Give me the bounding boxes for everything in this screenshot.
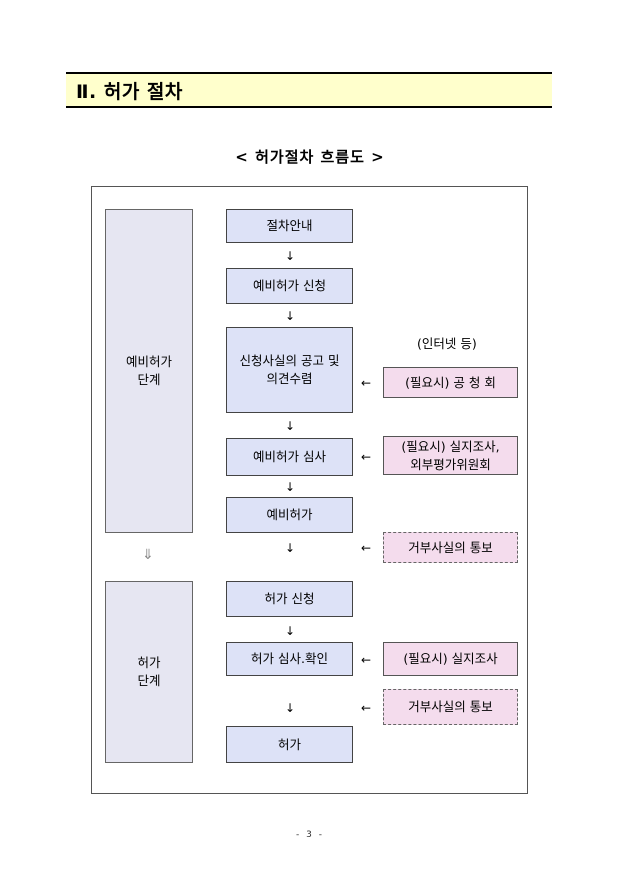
down-arrow-5: ↓: [284, 541, 296, 555]
side-inspection-eval: (필요시) 실지조사, 외부평가위원회: [383, 436, 518, 475]
stage-transition-arrow: ⇓: [142, 547, 154, 563]
step-review: 허가 심사.확인: [226, 642, 353, 676]
side-inspection-eval-line1: (필요시) 실지조사,: [401, 438, 500, 454]
side-inspection: (필요시) 실지조사: [383, 642, 518, 676]
page-number: - 3 -: [296, 830, 324, 840]
stage-final-box: 허가 단계: [105, 581, 193, 763]
side-inspection-eval-line2: 외부평가위원회: [410, 456, 491, 472]
flowchart-title: < 허가절차 흐름도 >: [235, 148, 385, 166]
down-arrow-4: ↓: [284, 480, 296, 494]
side-hearing: (필요시) 공 청 회: [383, 367, 518, 398]
step-prelim-review: 예비허가 심사: [226, 438, 353, 476]
step-guide: 절차안내: [226, 209, 353, 243]
step-notice-line2: 의견수렴: [266, 371, 313, 386]
down-arrow-6: ↓: [284, 624, 296, 638]
left-arrow-5: ←: [361, 701, 372, 715]
left-arrow-3: ←: [361, 541, 372, 555]
left-arrow-2: ←: [361, 450, 372, 464]
down-arrow-1: ↓: [284, 249, 296, 263]
left-arrow-4: ←: [361, 653, 372, 667]
internet-note: (인터넷 등): [417, 336, 477, 351]
down-arrow-2: ↓: [284, 309, 296, 323]
stage-prelim-box: 예비허가 단계: [105, 209, 193, 533]
step-prelim-apply: 예비허가 신청: [226, 268, 353, 304]
down-arrow-3: ↓: [284, 419, 296, 433]
left-arrow-1: ←: [361, 376, 372, 390]
side-rejection-2: 거부사실의 통보: [383, 689, 518, 725]
step-apply: 허가 신청: [226, 581, 353, 617]
stage-final-line2: 단계: [137, 673, 161, 688]
step-prelim-permit: 예비허가: [226, 497, 353, 533]
stage-prelim-line2: 단계: [137, 372, 161, 387]
section-title: Ⅱ. 허가 절차: [66, 72, 552, 108]
step-notice: 신청사실의 공고 및 의견수렴: [226, 327, 353, 413]
down-arrow-7: ↓: [284, 701, 296, 715]
stage-final-line1: 허가: [137, 655, 161, 670]
side-rejection-1: 거부사실의 통보: [383, 532, 518, 563]
step-notice-line1: 신청사실의 공고 및: [239, 353, 340, 368]
stage-prelim-line1: 예비허가: [125, 354, 172, 369]
step-permit: 허가: [226, 726, 353, 763]
